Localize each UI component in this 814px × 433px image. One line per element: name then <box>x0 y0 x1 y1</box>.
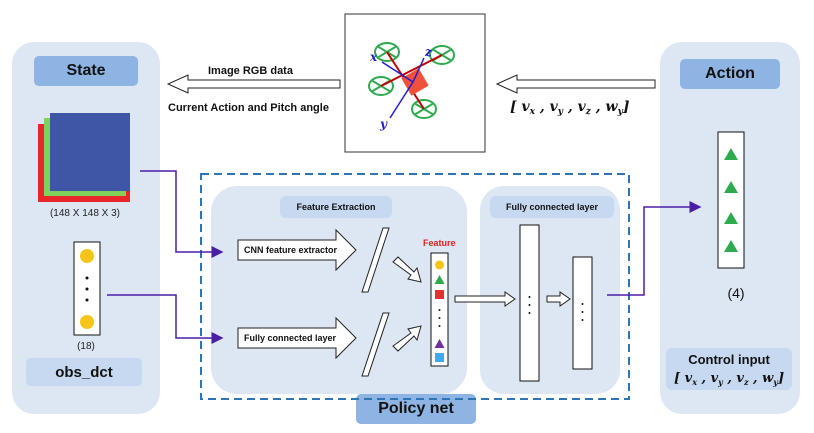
state-title: State <box>34 56 138 86</box>
drone-axis-x: x <box>369 50 378 64</box>
cnn-extractor-arrow <box>237 228 357 272</box>
control-input-box <box>666 348 792 390</box>
state-panel <box>12 42 160 414</box>
arrow-fc-to-feature <box>392 325 422 352</box>
arrow-feature-to-fc1 <box>454 291 516 307</box>
arrow-obs-to-fc <box>107 294 224 344</box>
obs-dims-label: (18) <box>77 341 95 352</box>
feature-extraction-panel <box>211 186 467 394</box>
fc-layer-panel <box>480 186 620 394</box>
arrow-fc1-to-fc2 <box>546 291 571 307</box>
image-rgb-label: Image RGB data <box>208 65 293 77</box>
policy-net-dashed-border <box>200 173 630 400</box>
fc-input-label: Fully connected layer <box>244 333 337 343</box>
output-dims-label: (4) <box>727 285 745 301</box>
feature-extraction-title: Feature Extraction <box>280 196 392 218</box>
action-title: Action <box>680 59 780 89</box>
control-input-title: Control input <box>688 352 770 367</box>
fc-layer-title: Fully connected layer <box>490 196 614 218</box>
fc-layer-bar <box>361 312 390 377</box>
drone-axis-y: y <box>379 117 388 131</box>
fc-input-arrow <box>237 316 357 360</box>
action-vector-top: [ vx , vy , vz , wy] <box>510 99 630 117</box>
drone-axis-z: z <box>424 45 433 59</box>
drone-icon <box>368 42 455 119</box>
current-action-label: Current Action and Pitch angle <box>168 102 329 114</box>
cnn-extractor-label: CNN feature extractor <box>244 245 338 255</box>
cnn-layer-bar <box>361 227 390 293</box>
arrow-image-to-cnn <box>140 170 224 258</box>
fc-layer-1 <box>519 224 540 382</box>
arrow-to-drone <box>495 74 656 94</box>
feature-label: Feature <box>423 238 456 248</box>
control-vector: [ vx , vy , vz , wy] <box>674 371 784 387</box>
image-channel-blue <box>50 113 130 191</box>
arrow-fc-to-action <box>607 201 702 296</box>
arrow-to-state <box>166 74 341 94</box>
arrow-cnn-to-feature <box>392 256 422 283</box>
image-dims-label: (148 X 148 X 3) <box>49 208 121 219</box>
obs-dct-label: obs_dct <box>26 358 142 386</box>
